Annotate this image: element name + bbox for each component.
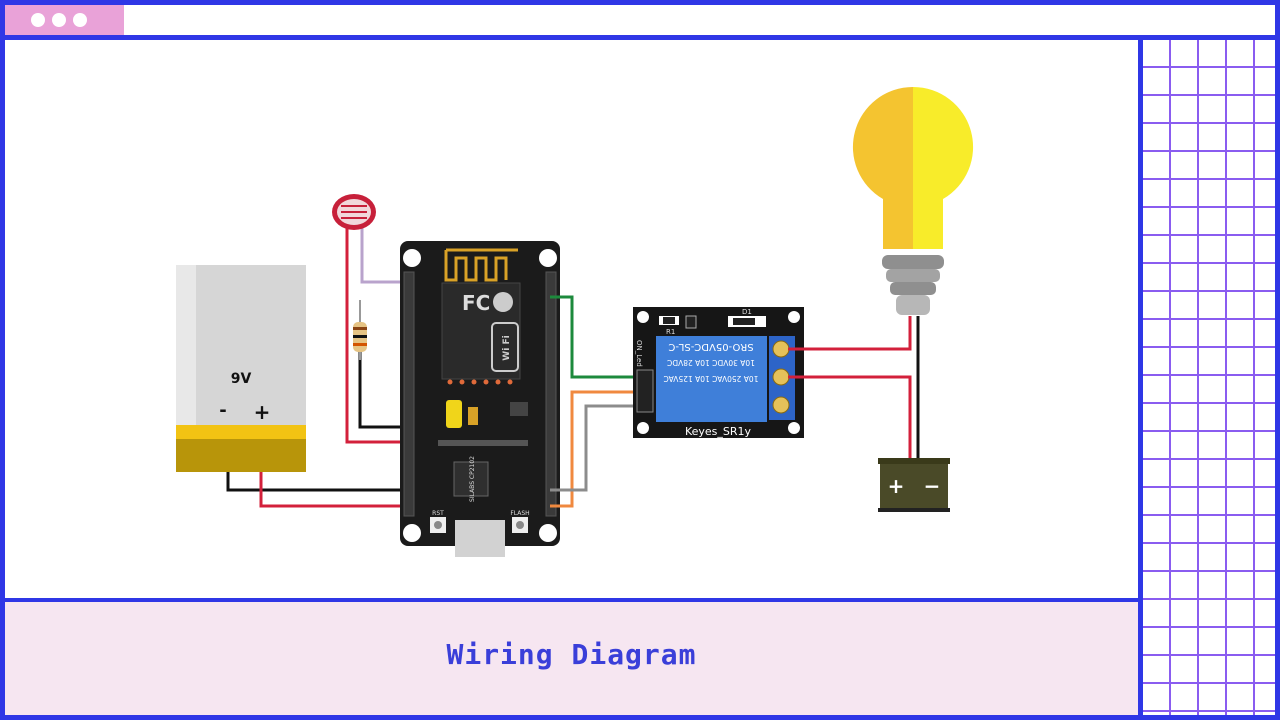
window-dot-2[interactable]: [52, 13, 66, 27]
rst-button-label: RST: [432, 510, 444, 517]
relay-led-label: ON_Led: [635, 340, 643, 367]
window-controls: [5, 5, 124, 35]
grid-panel: [1138, 40, 1275, 715]
relay-model: SRO-05VDC-SL-C: [668, 341, 753, 352]
ldr-sensor: [332, 194, 376, 230]
light-bulb: [852, 86, 974, 315]
relay-r1: R1: [666, 328, 675, 336]
dc-plus: +: [888, 474, 905, 498]
wires-relay: [550, 295, 640, 508]
wifi-logo: Wi Fi: [502, 335, 512, 360]
wiring-diagram: 9V - +: [176, 86, 974, 557]
wires-load: [788, 316, 920, 460]
resistor: [353, 300, 367, 360]
flash-button-label: FLASH: [510, 510, 529, 517]
battery-minus: -: [219, 400, 226, 421]
usb-chip-label: SILABS CP2102: [469, 456, 476, 502]
battery-9v: 9V - +: [176, 265, 306, 472]
relay-d1: D1: [742, 308, 752, 316]
battery-plus: +: [254, 400, 271, 424]
relay-module: SRO-05VDC-SL-C 10A 30VDC 10A 28VDC 10A 2…: [633, 307, 804, 438]
dc-minus: −: [924, 474, 941, 498]
nodemcu-board: FC Wi Fi SILABS CP2102: [400, 241, 560, 557]
relay-rating-1: 10A 30VDC 10A 28VDC: [667, 358, 755, 367]
diagram-caption: Wiring Diagram: [446, 638, 697, 671]
battery-label: 9V: [231, 371, 252, 387]
dc-source: + −: [878, 458, 950, 512]
caption-bar: Wiring Diagram: [5, 598, 1138, 715]
diagram-canvas: 9V - +: [5, 40, 1138, 598]
relay-rating-2: 10A 250VAC 10A 125VAC: [664, 374, 759, 383]
window-dot-1[interactable]: [31, 13, 45, 27]
wires-left: [226, 228, 410, 508]
window-dot-3[interactable]: [73, 13, 87, 27]
title-bar: [5, 5, 1275, 40]
relay-name: Keyes_SR1y: [685, 425, 752, 438]
svg-text:FC: FC: [462, 291, 490, 315]
